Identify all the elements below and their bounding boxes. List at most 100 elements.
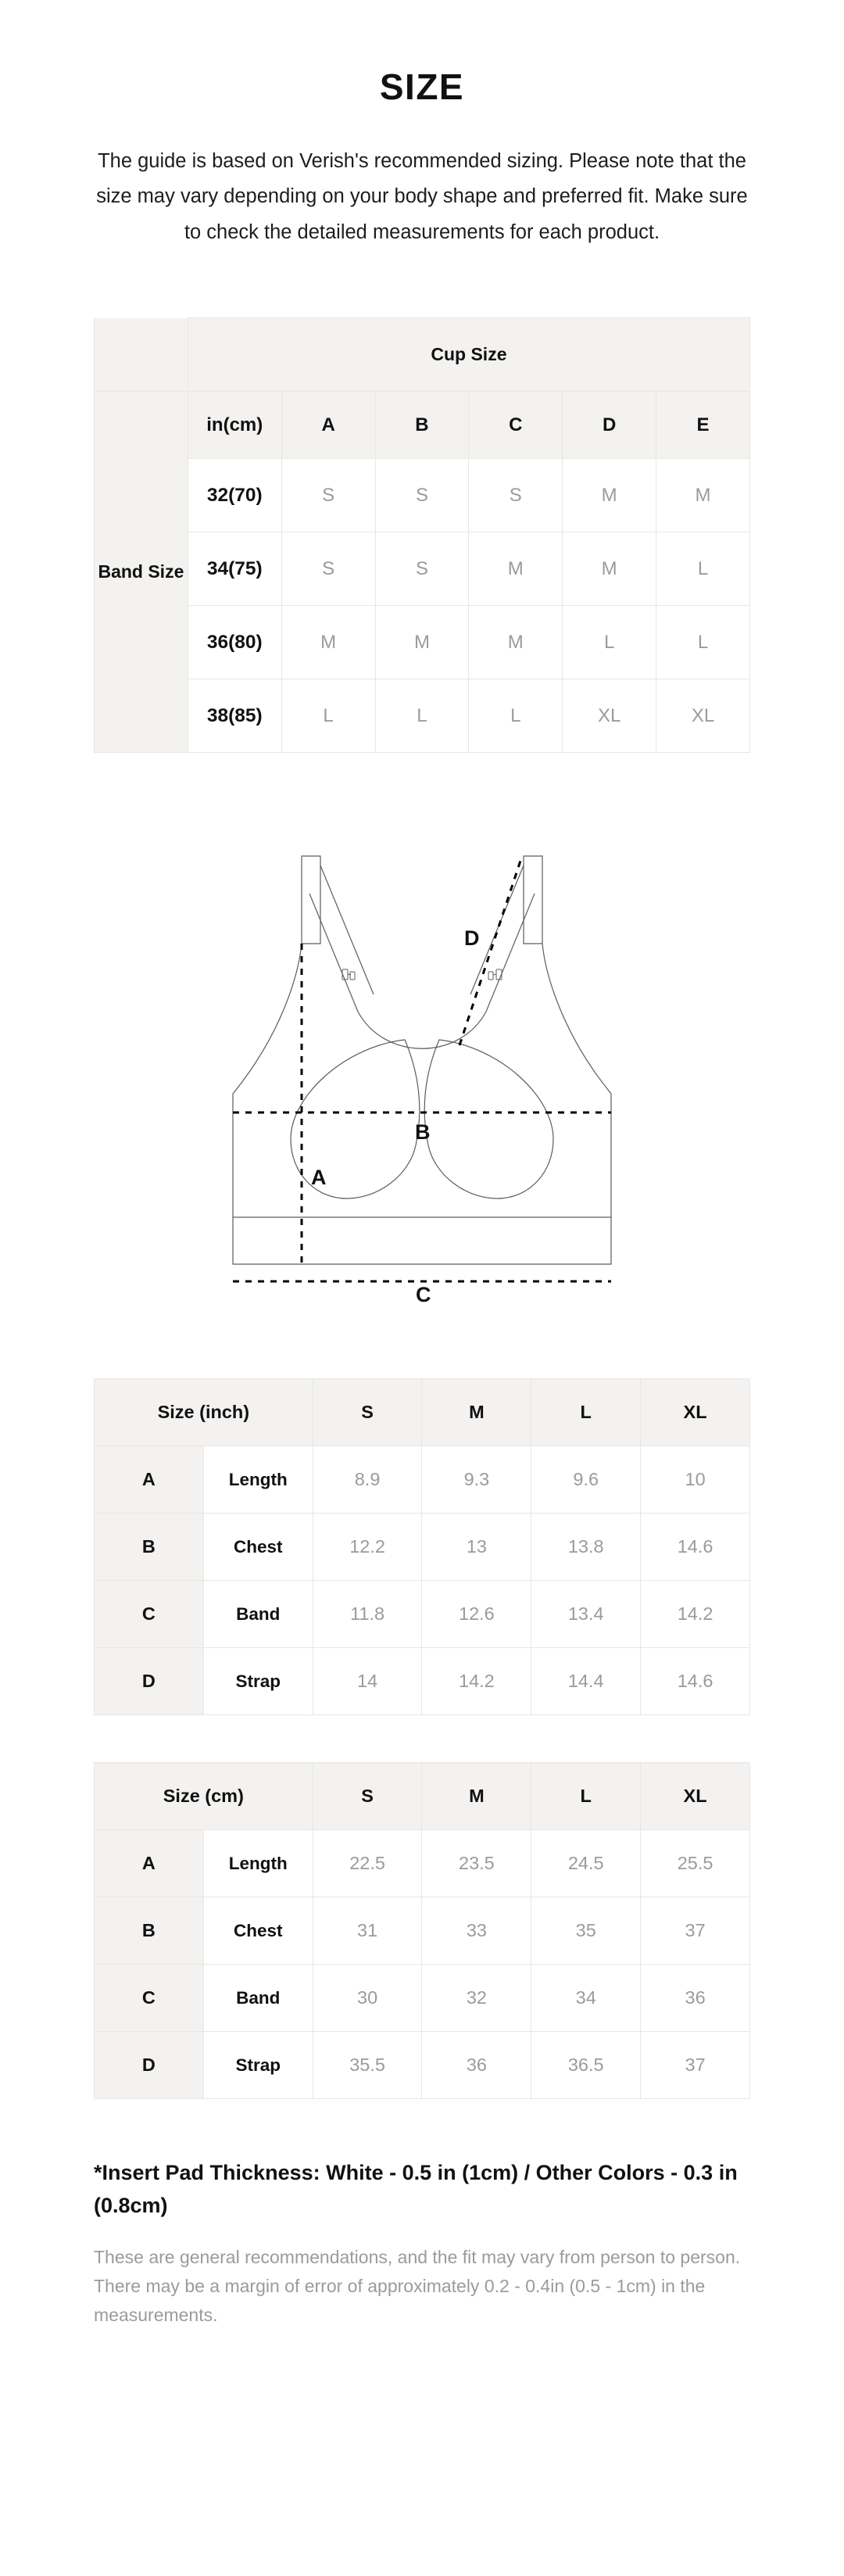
- size-cell: S: [374, 532, 470, 607]
- band-size-value: 36(80): [187, 605, 282, 680]
- table-row: A Length 8.9 9.3 9.6 10: [94, 1446, 750, 1514]
- size-cell: XL: [562, 679, 657, 754]
- footer-notes: *Insert Pad Thickness: White - 0.5 in (1…: [94, 2157, 750, 2330]
- size-cell: M: [562, 458, 657, 533]
- size-cell: L: [656, 605, 750, 680]
- table-row: D Strap 35.5 36 36.5 37: [94, 2031, 750, 2100]
- size-cell: S: [281, 532, 376, 607]
- measure-letter: C: [94, 1964, 204, 2033]
- table-row: 34(75) S S M M L: [95, 532, 750, 607]
- size-cell: M: [468, 605, 563, 680]
- table-row: B Chest 12.2 13 13.8 14.6: [94, 1513, 750, 1582]
- measure-value: 36: [421, 2031, 532, 2100]
- measure-value: 14.2: [421, 1647, 532, 1716]
- measure-value: 33: [421, 1897, 532, 1965]
- size-cell: M: [468, 532, 563, 607]
- intro-paragraph: The guide is based on Verish's recommend…: [96, 150, 748, 243]
- right-strap-inner-1: [470, 865, 524, 995]
- cup-column-a: A: [281, 391, 376, 460]
- measure-part: Chest: [202, 1897, 313, 1965]
- measure-part: Band: [202, 1964, 313, 2033]
- measure-value: 31: [312, 1897, 423, 1965]
- band-size-value: 32(70): [187, 458, 282, 533]
- measure-value: 13.8: [531, 1513, 642, 1582]
- band-size-header: Band Size: [94, 391, 188, 754]
- cm-column-xl: XL: [640, 1762, 750, 1831]
- measure-part: Length: [202, 1446, 313, 1514]
- table-row-header: Size (inch) S M L XL: [94, 1378, 750, 1447]
- bra-measurement-diagram: A B C D: [94, 819, 750, 1303]
- size-cell: S: [374, 458, 470, 533]
- inch-table-wrapper: Size (inch) S M L XL A Length 8.9 9.3 9.…: [94, 1378, 750, 1716]
- measure-value: 13: [421, 1513, 532, 1582]
- table-row: 36(80) M M M L L: [95, 605, 750, 680]
- measure-value: 37: [640, 1897, 750, 1965]
- page-title: SIZE: [379, 66, 465, 107]
- measure-value: 10: [640, 1446, 750, 1514]
- table-row: D Strap 14 14.2 14.4 14.6: [94, 1647, 750, 1716]
- cm-column-s: S: [312, 1762, 423, 1831]
- size-cell: L: [281, 679, 376, 754]
- measure-letter: B: [94, 1897, 204, 1965]
- size-cell: M: [281, 605, 376, 680]
- measure-value: 8.9: [312, 1446, 423, 1514]
- measure-value: 11.8: [312, 1580, 423, 1649]
- left-strap-inner-2: [309, 893, 359, 1012]
- right-strap-inner-2: [485, 893, 535, 1012]
- diagram-label-c: C: [416, 1283, 431, 1303]
- size-cell: L: [468, 679, 563, 754]
- measure-value: 9.6: [531, 1446, 642, 1514]
- table-row: 38(85) L L L XL XL: [95, 679, 750, 754]
- measure-value: 36.5: [531, 2031, 642, 2100]
- measure-value: 13.4: [531, 1580, 642, 1649]
- cm-measurement-table: Size (cm) S M L XL A Length 22.5 23.5 24…: [94, 1762, 750, 2100]
- neckline-scoop: [357, 1011, 487, 1049]
- measure-part: Chest: [202, 1513, 313, 1582]
- size-cell: L: [656, 532, 750, 607]
- right-strap-outline: [523, 855, 543, 944]
- measure-value: 14.4: [531, 1647, 642, 1716]
- table-row: A Length 22.5 23.5 24.5 25.5: [94, 1829, 750, 1898]
- measure-value: 35: [531, 1897, 642, 1965]
- left-strap-inner-1: [320, 865, 374, 995]
- unit-header: in(cm): [187, 391, 282, 460]
- cm-size-header: Size (cm): [94, 1762, 313, 1831]
- left-strap-adjuster: [342, 969, 356, 980]
- size-cell: M: [374, 605, 470, 680]
- cup-column-e: E: [656, 391, 750, 460]
- inch-column-m: M: [421, 1378, 532, 1447]
- measure-value: 34: [531, 1964, 642, 2033]
- measure-letter: B: [94, 1513, 204, 1582]
- measure-value: 30: [312, 1964, 423, 2033]
- table-row-column-headers: Band Size in(cm) A B C D E: [94, 391, 750, 754]
- measure-value: 22.5: [312, 1829, 423, 1898]
- right-strap-adjuster: [488, 969, 502, 980]
- measure-value: 12.6: [421, 1580, 532, 1649]
- measure-value: 14: [312, 1647, 423, 1716]
- size-cell: L: [562, 605, 657, 680]
- measure-value: 14.2: [640, 1580, 750, 1649]
- corner-blank-cell: [94, 317, 188, 392]
- size-cell: XL: [656, 679, 750, 754]
- size-cell: S: [468, 458, 563, 533]
- measure-letter: C: [94, 1580, 204, 1649]
- measure-part: Strap: [202, 1647, 313, 1716]
- strap-guide-line-d: [458, 855, 524, 1046]
- insert-pad-note: *Insert Pad Thickness: White - 0.5 in (1…: [94, 2161, 738, 2217]
- table-row: C Band 11.8 12.6 13.4 14.2: [94, 1580, 750, 1649]
- bodice-outline: [232, 944, 612, 1265]
- measure-part: Band: [202, 1580, 313, 1649]
- measure-value: 32: [421, 1964, 532, 2033]
- size-cell: S: [281, 458, 376, 533]
- measure-value: 24.5: [531, 1829, 642, 1898]
- cup-column-b: B: [374, 391, 470, 460]
- right-cup-outline: [424, 1039, 554, 1199]
- size-cell: L: [374, 679, 470, 754]
- band-size-value: 38(85): [187, 679, 282, 754]
- page-header: SIZE The guide is based on Verish's reco…: [0, 0, 844, 250]
- band-size-value: 34(75): [187, 532, 282, 607]
- measure-value: 36: [640, 1964, 750, 2033]
- measure-value: 14.6: [640, 1513, 750, 1582]
- measure-letter: D: [94, 1647, 204, 1716]
- cup-band-table: Cup Size Band Size in(cm) A B C D E 32(7…: [94, 317, 751, 754]
